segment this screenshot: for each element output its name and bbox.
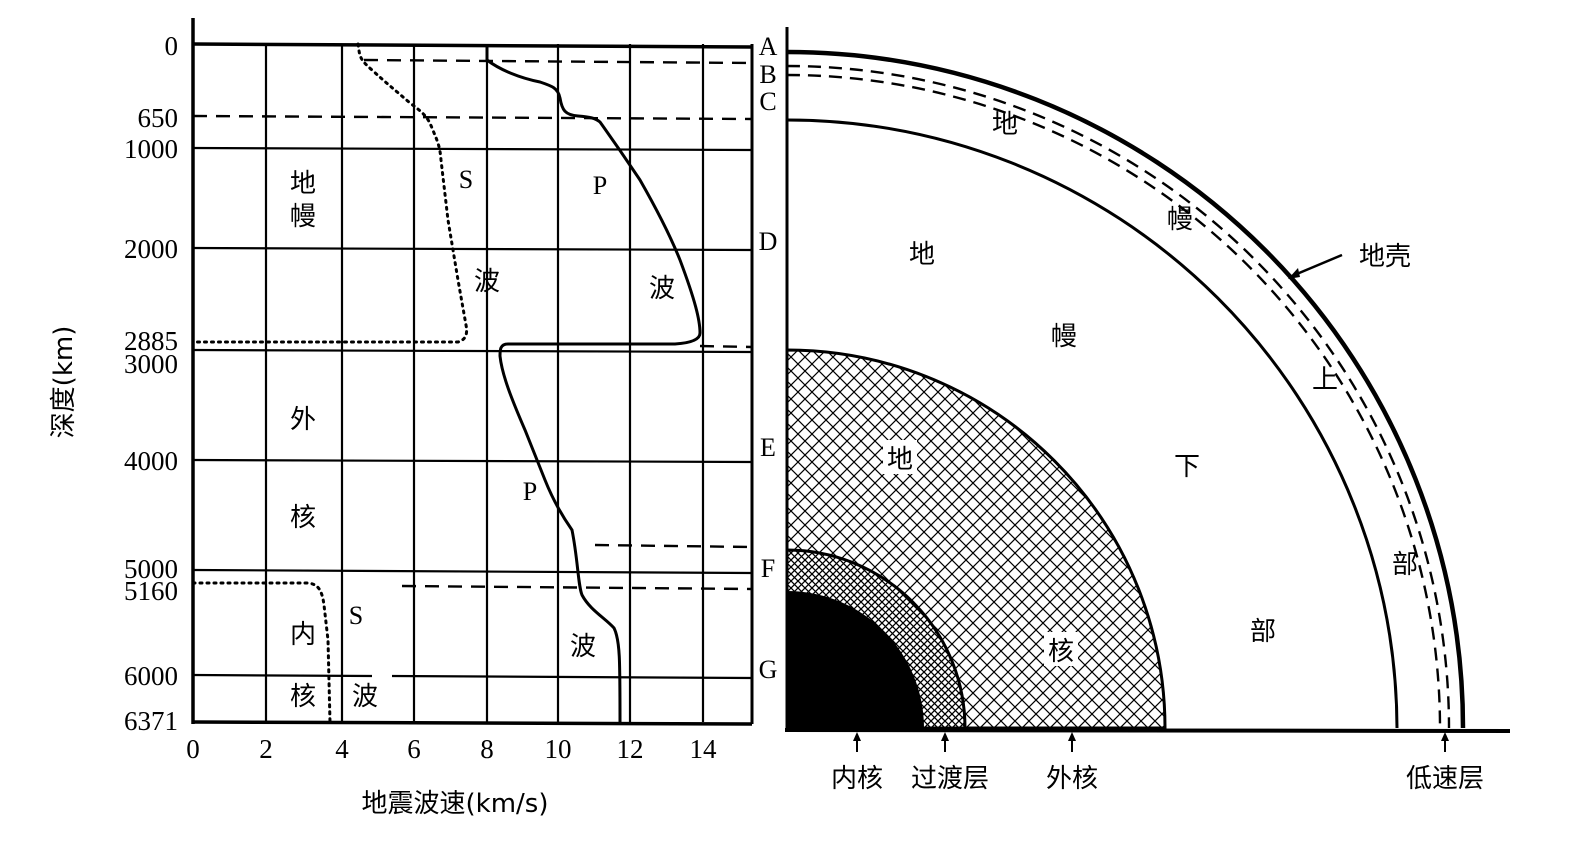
s-wave-label-upper: S [459,165,473,194]
boundary-c: C [759,87,776,116]
outer-core-arrow-icon [1068,732,1076,741]
y-axis-ticks: 0 650 1000 2000 2885 3000 4000 5000 5160… [124,31,178,736]
outer-core-bottom-label: 外核 [1046,764,1098,794]
s-wave-curve-mantle [191,42,469,344]
lower-mantle-char-2: 幔 [1051,322,1077,352]
x-tick-2: 2 [259,734,273,764]
x-axis-label: 地震波速(km/s) [362,789,549,819]
s-wave-char-lower: 波 [352,682,378,712]
velocity-depth-chart: 0 650 1000 2000 2885 3000 4000 5000 5160… [49,18,754,819]
low-velocity-boundary-1 [786,73,1442,729]
crust-label: 地壳 [1359,242,1411,272]
y-tick-1000: 1000 [124,134,178,164]
upper-lower-mantle-boundary [786,118,1399,729]
chart-frame [191,18,754,726]
core-char-2: 核 [1048,637,1074,667]
transition-layer-bottom-label: 过渡层 [911,764,989,794]
upper-mantle-char-2: 幔 [1167,205,1193,235]
outer-core-label-2: 核 [290,503,316,533]
y-tick-6000: 6000 [124,661,178,691]
y-tick-4000: 4000 [124,446,178,476]
transition-arrow-icon [941,732,949,741]
boundary-d: D [759,227,778,256]
p-wave-label-upper: P [593,171,607,200]
y-tick-2885: 2885 [124,326,178,356]
low-velocity-layer-bottom-label: 低速层 [1406,764,1484,794]
mantle-label-2: 幔 [290,202,316,232]
y-tick-6371: 6371 [124,706,178,736]
boundary-letters: A B C D E F G [759,32,778,684]
p-wave-char-upper: 波 [649,274,675,304]
boundary-b: B [759,60,776,89]
core-char-1: 地 [887,445,913,475]
lower-mantle-char-1: 地 [909,240,935,270]
s-wave-curve-inner-core [191,581,332,724]
horizontal-gridlines [192,146,753,680]
x-tick-0: 0 [186,734,200,764]
x-axis-ticks: 0 2 4 6 8 10 12 14 [186,734,717,764]
x-tick-10: 10 [545,734,572,764]
y-tick-5000: 5000 [124,554,178,584]
x-tick-14: 14 [690,734,718,764]
crust-surface [786,49,1466,729]
upper-mantle-char-3: 上 [1312,365,1338,395]
boundary-f: F [761,554,775,583]
p-wave-char-lower: 波 [570,632,596,662]
p-wave-label-lower: P [523,477,537,506]
outer-core-label-1: 外 [290,405,316,435]
inner-core-region [787,591,924,728]
upper-mantle-char-4: 部 [1392,550,1418,580]
x-tick-8: 8 [480,734,494,764]
y-tick-5160: 5160 [124,576,178,606]
inner-core-label-2: 核 [290,682,316,712]
mantle-label-1: 地 [290,169,316,199]
s-wave-char-upper: 波 [474,267,500,297]
crust-pointer-line [1291,253,1343,278]
low-velocity-boundary-2 [786,64,1451,729]
x-tick-6: 6 [407,734,421,764]
inner-core-bottom-label: 内核 [831,764,883,794]
boundary-e: E [760,433,776,462]
y-tick-650: 650 [138,103,179,133]
lower-mantle-char-4: 部 [1250,617,1276,647]
vertical-gridlines [264,44,705,722]
dashed-boundaries [192,58,753,591]
earth-cross-section: 地壳 地 幔 上 部 地 幔 下 部 地 核 [750,27,1511,794]
low-velocity-arrow-icon [1441,732,1449,741]
y-tick-3000: 3000 [124,349,178,379]
x-tick-4: 4 [335,734,349,764]
y-tick-0: 0 [165,31,179,61]
lower-mantle-char-3: 下 [1174,452,1200,482]
inner-core-arrow-icon [853,732,861,741]
upper-mantle-char-1: 地 [992,110,1018,140]
boundary-g: G [759,655,778,684]
inner-core-label-1: 内 [290,620,316,650]
p-wave-curve-mantle [485,44,702,723]
y-tick-2000: 2000 [124,234,178,264]
boundary-a: A [759,32,778,61]
x-tick-12: 12 [617,734,644,764]
y-axis-label: 深度(km) [49,326,79,439]
crust-pointer-arrow-icon [1288,268,1300,279]
s-wave-label-lower: S [349,601,363,630]
